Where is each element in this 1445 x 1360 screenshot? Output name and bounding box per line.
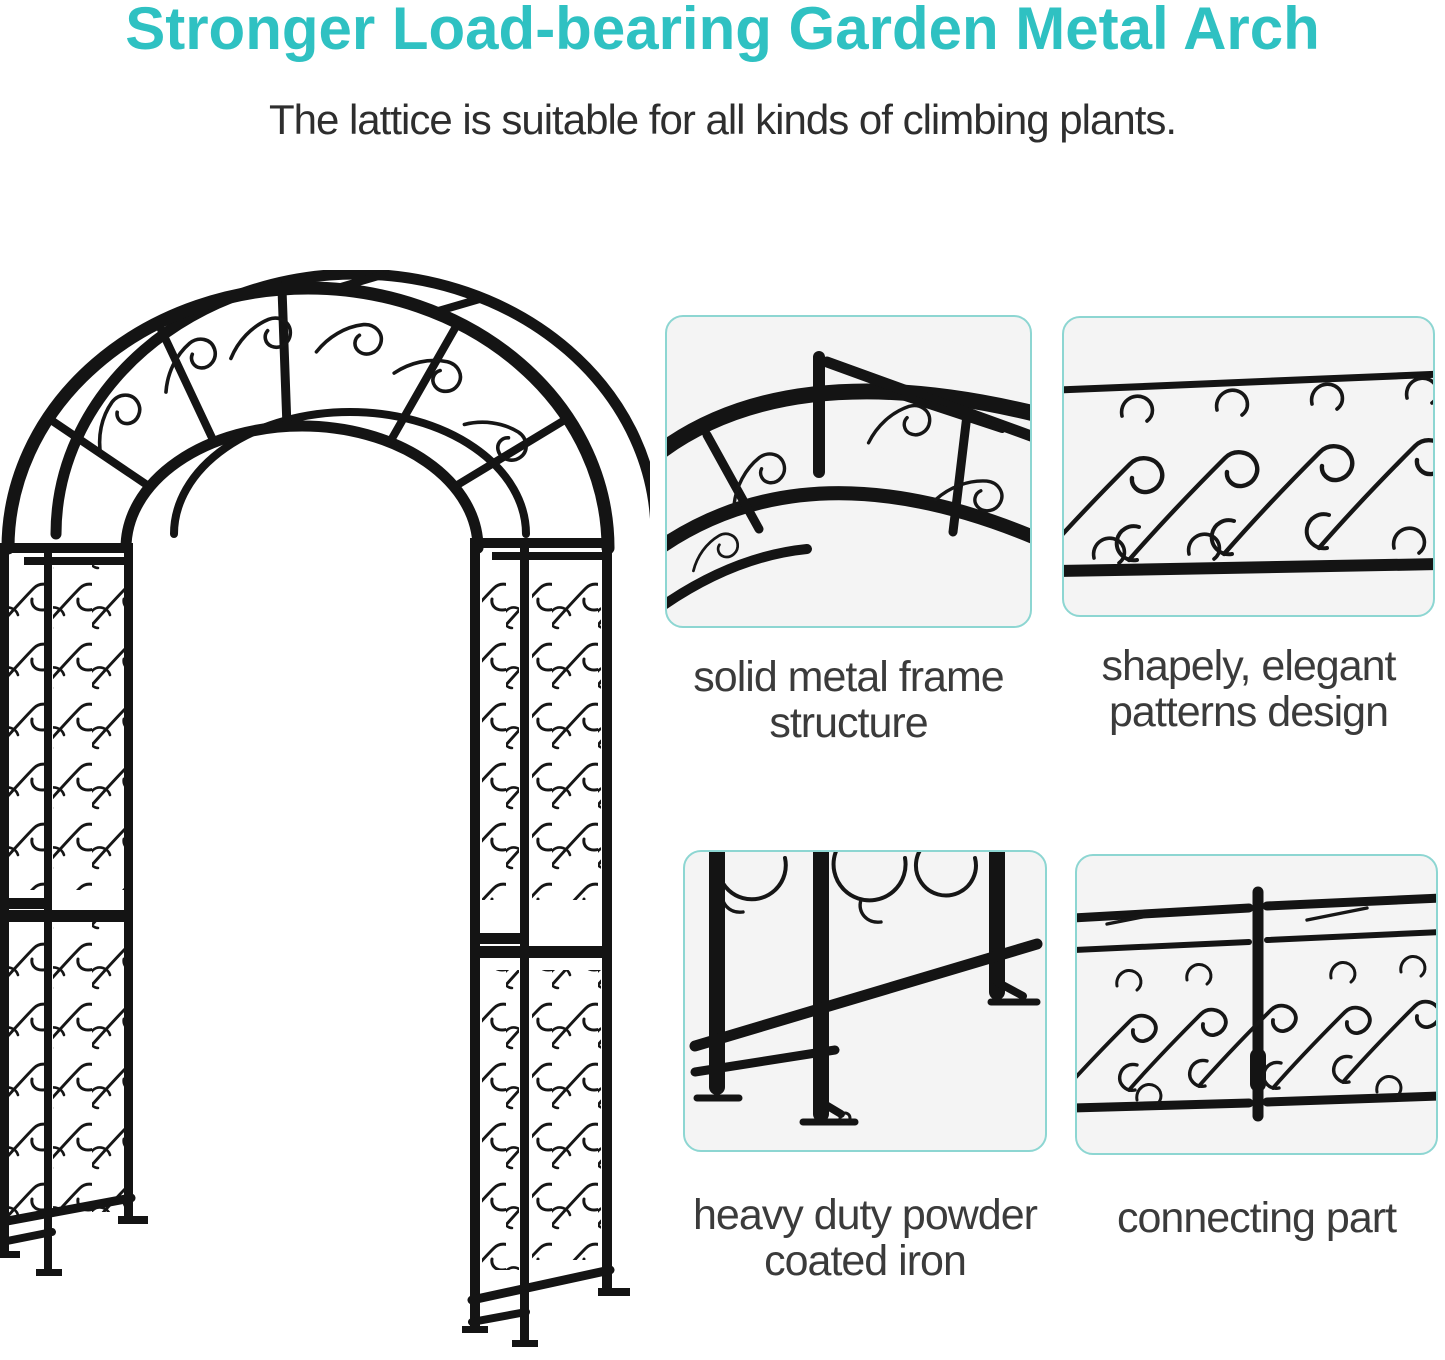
scroll-pattern-closeup-illustration bbox=[1064, 370, 1433, 577]
feature-caption: solid metal frame structure bbox=[693, 653, 1004, 747]
feature-caption: connecting part bbox=[1116, 1194, 1397, 1242]
connecting-part-closeup-illustration bbox=[1077, 886, 1436, 1122]
connecting-part-closeup-image bbox=[1075, 854, 1438, 1155]
garden-arch-illustration bbox=[0, 268, 662, 1360]
solid-frame-closeup-illustration bbox=[667, 351, 1030, 609]
feature-caption: heavy duty powder coated iron bbox=[693, 1191, 1038, 1285]
feature-caption: shapely, elegant patterns design bbox=[1101, 642, 1397, 736]
feature-card-patterns: shapely, elegant patterns design bbox=[1062, 316, 1435, 735]
powder-coated-legs-closeup-illustration bbox=[689, 852, 1043, 1126]
garden-arch-drawing bbox=[0, 268, 662, 1347]
feature-card-iron: heavy duty powder coated iron bbox=[683, 850, 1047, 1284]
page-title: Stronger Load-bearing Garden Metal Arch bbox=[125, 0, 1320, 62]
powder-coated-legs-closeup-image bbox=[683, 850, 1047, 1152]
scroll-pattern-closeup-image bbox=[1062, 316, 1435, 617]
solid-frame-closeup-image bbox=[665, 315, 1032, 628]
page-subtitle: The lattice is suitable for all kinds of… bbox=[268, 96, 1177, 143]
feature-card-solid-frame: solid metal frame structure bbox=[665, 315, 1032, 746]
feature-card-connecting: connecting part bbox=[1075, 854, 1438, 1241]
